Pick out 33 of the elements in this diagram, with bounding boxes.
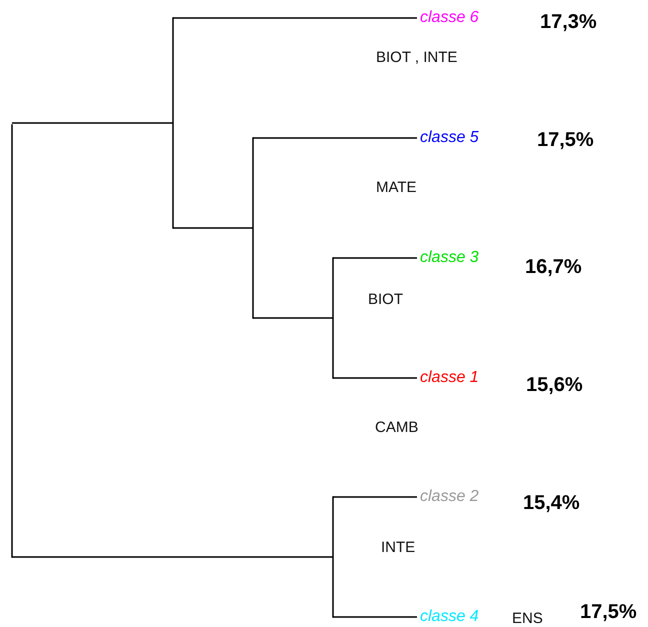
class-label: classe 5 <box>420 128 479 148</box>
branch-line <box>333 496 417 498</box>
keyword-label: BIOT <box>368 291 404 309</box>
branch-line <box>253 137 417 139</box>
branch-line <box>332 257 334 379</box>
branch-line <box>12 556 333 558</box>
class-label: classe 1 <box>420 368 479 388</box>
branch-line <box>172 17 174 229</box>
class-label: classe 4 <box>420 607 479 627</box>
keyword-label: BIOT , INTE <box>376 49 458 67</box>
percentage-label: 15,4% <box>523 491 580 515</box>
branch-line <box>173 17 417 19</box>
branch-line <box>11 124 13 558</box>
branch-line <box>253 317 333 319</box>
class-label: classe 2 <box>420 487 479 507</box>
percentage-label: 15,6% <box>526 373 583 397</box>
branch-line <box>252 137 254 319</box>
keyword-label: MATE <box>376 179 417 197</box>
percentage-label: 17,5% <box>537 128 594 152</box>
keyword-label: INTE <box>381 539 416 557</box>
class-label: classe 3 <box>420 248 479 268</box>
branch-line <box>333 616 417 618</box>
percentage-label: 17,3% <box>540 10 597 34</box>
keyword-label: ENS <box>512 610 543 627</box>
branch-line <box>12 122 173 124</box>
class-label: classe 6 <box>420 8 479 28</box>
branch-line <box>173 227 253 229</box>
percentage-label: 17,5% <box>580 600 637 624</box>
keyword-label: CAMB <box>375 419 418 437</box>
branch-line <box>333 257 417 259</box>
branch-line <box>332 496 334 618</box>
percentage-label: 16,7% <box>525 255 582 279</box>
branch-line <box>333 377 417 379</box>
